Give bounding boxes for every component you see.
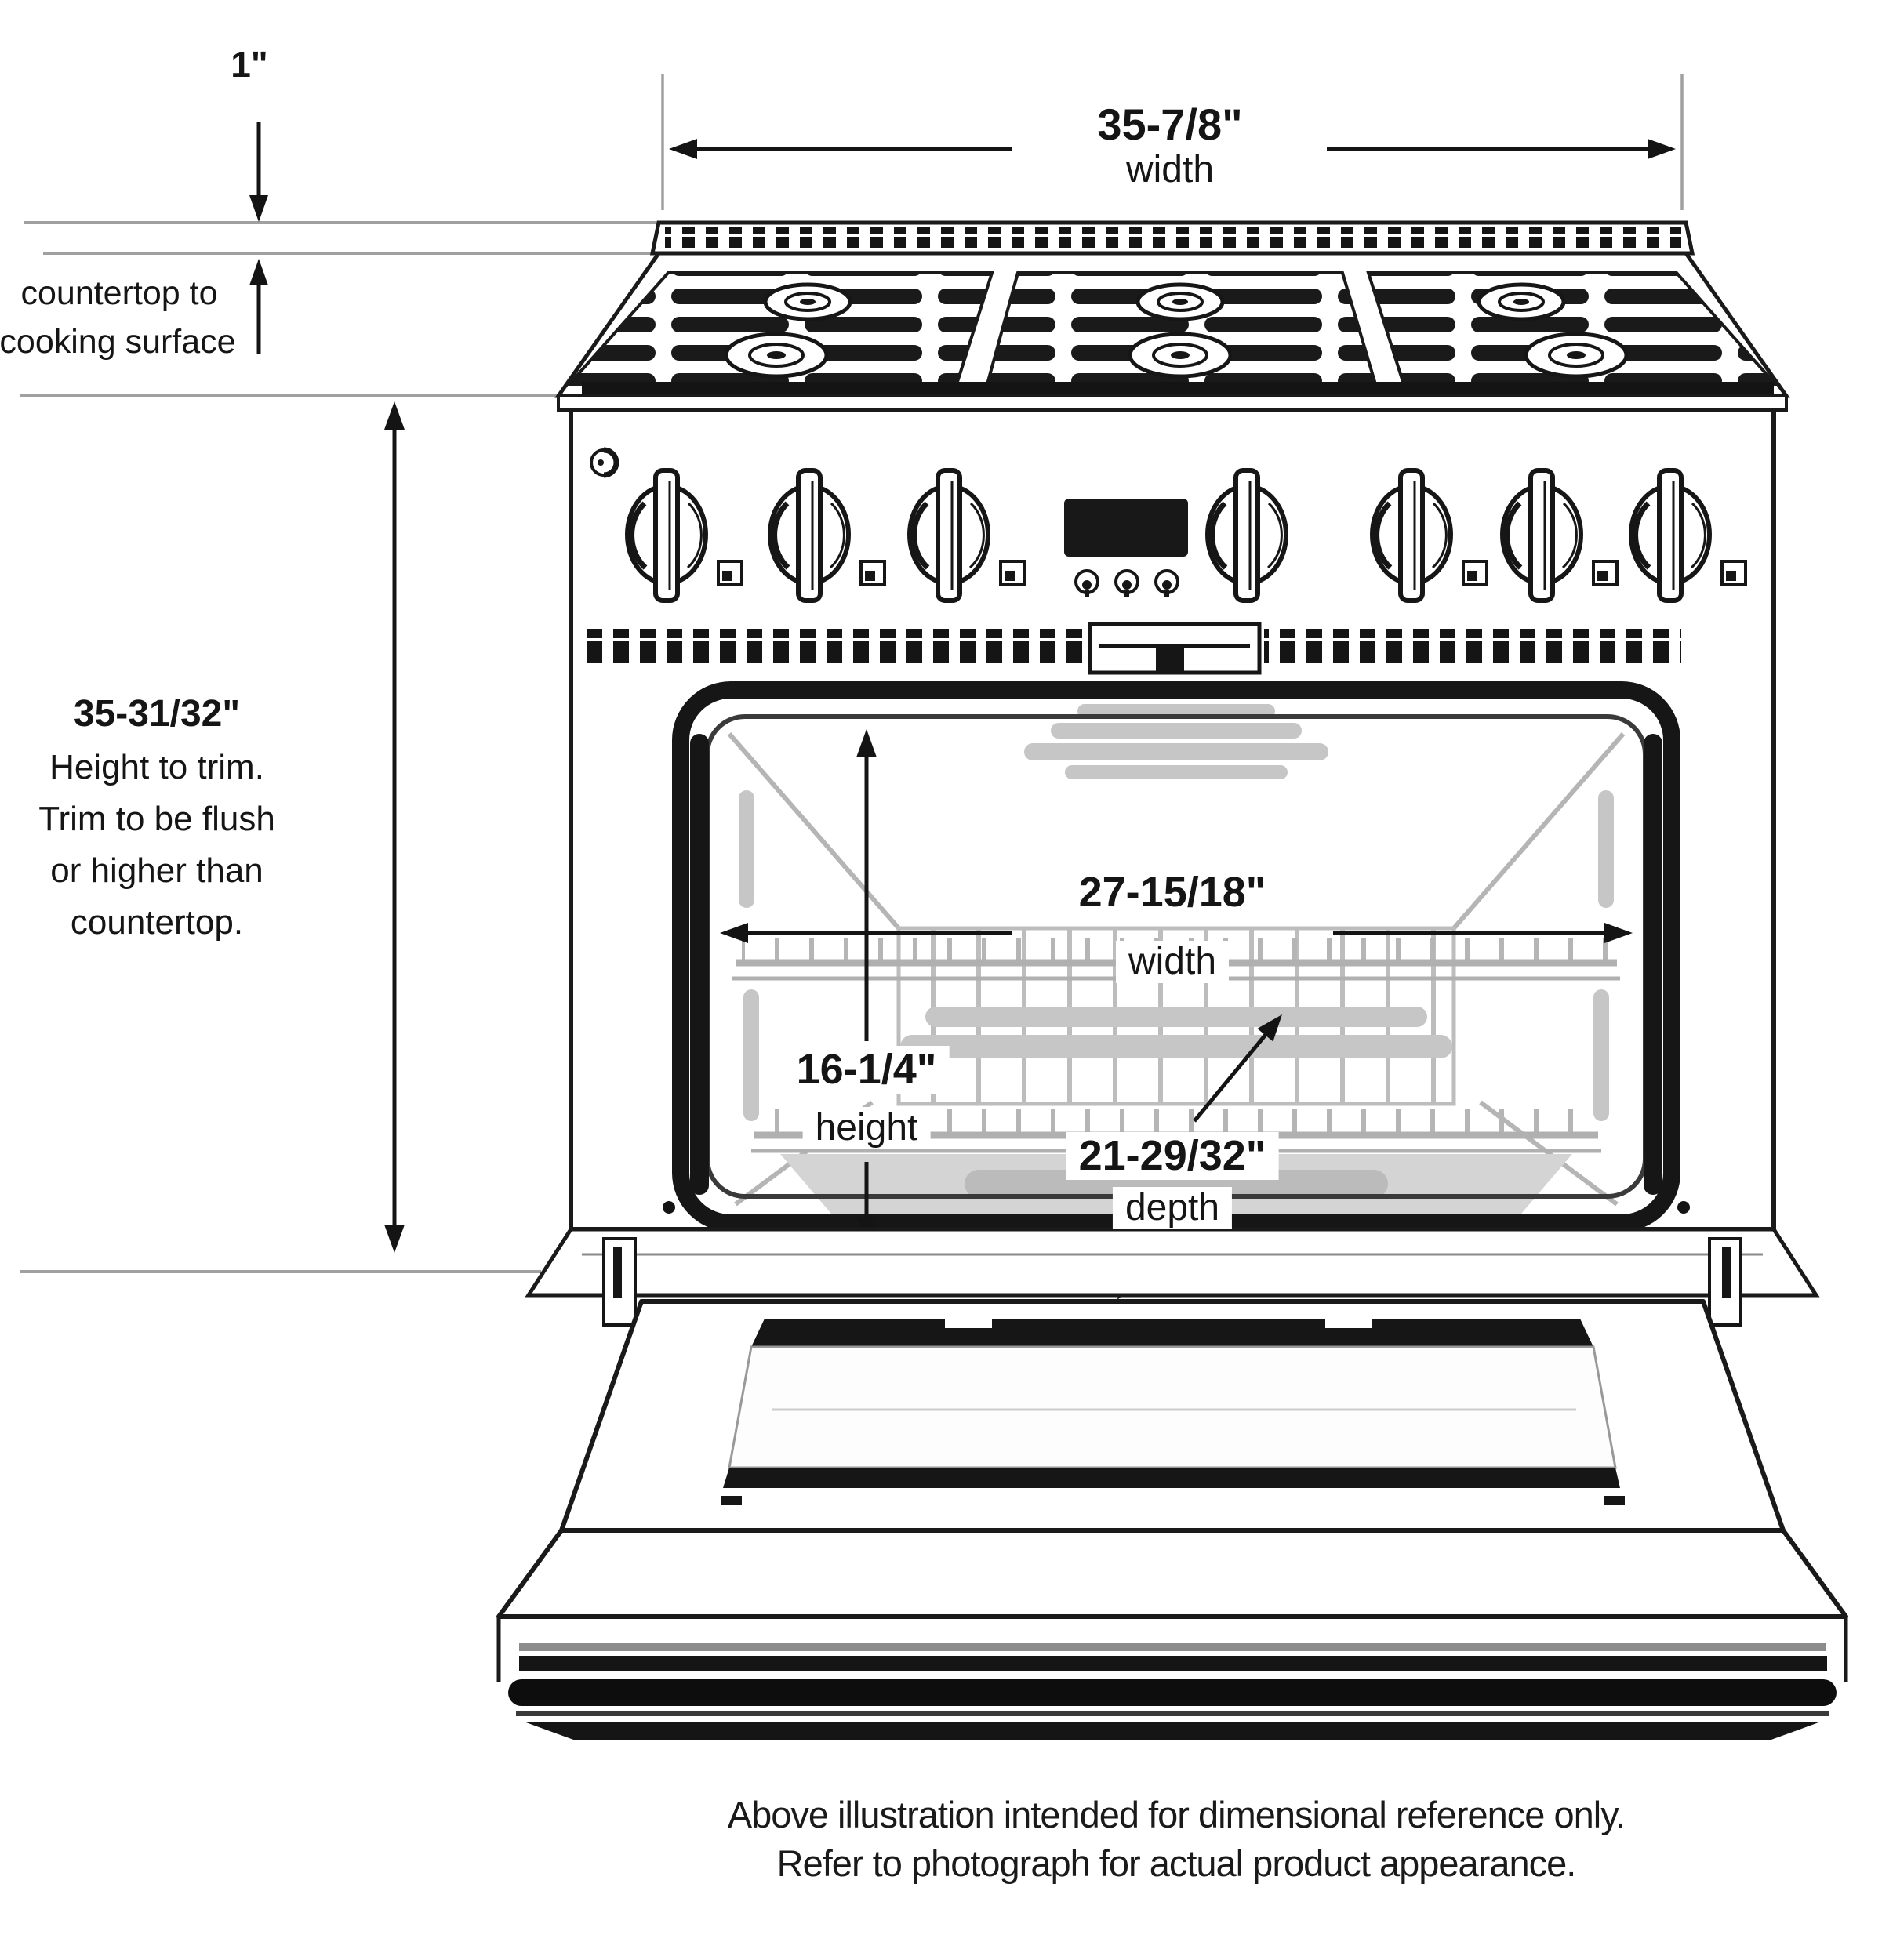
- burner-left-front: [724, 332, 829, 379]
- overall-width-value: 35-7/8": [1097, 100, 1243, 149]
- hinge-left: [602, 1237, 637, 1327]
- burner-center-front: [1128, 332, 1233, 379]
- overall-width-label: width: [1125, 149, 1215, 191]
- indicator-light-2: [859, 560, 886, 586]
- vent-slats-left: [587, 629, 1090, 663]
- door-window-top-band: [751, 1319, 1593, 1347]
- brand-logo-icon: [590, 447, 619, 478]
- door-edge-black-band: [519, 1656, 1827, 1671]
- grate-section-right: [1366, 271, 1779, 386]
- door-sill: [525, 1227, 1820, 1298]
- indicator-light-6: [1720, 560, 1747, 586]
- rack-hardware: [739, 790, 1614, 1121]
- interior-depth-label: depth: [1112, 1187, 1233, 1230]
- countertop-note-line1: countertop to: [20, 274, 218, 312]
- interior-width-arrow: [720, 923, 1633, 943]
- caption-line1: Above illustration intended for dimensio…: [727, 1794, 1626, 1835]
- door-edge-gray-line: [519, 1643, 1826, 1651]
- interior-depth-value: 21-29/32": [1066, 1132, 1279, 1180]
- door-window-bottom-band: [723, 1468, 1620, 1488]
- burner-center-rear: [1135, 282, 1225, 321]
- door-latch: [1088, 622, 1262, 675]
- interior-width-label: width: [1115, 941, 1230, 984]
- cooktop-front-dark-band: [582, 382, 1774, 395]
- hinge-right: [1708, 1237, 1742, 1327]
- door-window-glass: [728, 1345, 1617, 1469]
- vent-slats-right: [1264, 629, 1681, 663]
- indicator-light-4: [1462, 560, 1488, 586]
- hinge-bolt-right: [1677, 1201, 1690, 1214]
- reference-lines: [20, 74, 1684, 1273]
- interior-height-value: 16-1/4": [783, 1046, 950, 1094]
- interior-width-value: 27-15/18": [1066, 869, 1279, 916]
- burner-right-rear: [1477, 282, 1566, 321]
- dimension-arrows: [249, 122, 1676, 1253]
- overall-width-arrow: [669, 139, 1676, 159]
- height-to-trim-line4: countertop.: [70, 903, 244, 942]
- one-inch-arrow: [249, 122, 268, 222]
- countertop-note-line2: cooking surface: [0, 323, 236, 361]
- door-handle-bar: [508, 1679, 1837, 1706]
- height-to-trim-line3: or higher than: [50, 851, 263, 890]
- cooktop-assembly: [554, 220, 1790, 412]
- countertop-to-surface-arrow: [249, 259, 268, 354]
- indicator-light-1: [717, 560, 743, 586]
- door-front-edge: [496, 1528, 1848, 1619]
- control-display: [1064, 499, 1188, 557]
- hinge-bolt-left: [663, 1201, 675, 1214]
- top-gap-value: 1": [231, 44, 268, 85]
- open-oven-door: [496, 1227, 1848, 1740]
- burner-left-rear: [763, 282, 852, 321]
- indicator-light-5: [1592, 560, 1619, 586]
- interior-height-label: height: [802, 1107, 931, 1150]
- caption-line2: Refer to photograph for actual product a…: [776, 1842, 1577, 1884]
- burners: [724, 282, 1629, 379]
- gasket-right: [1644, 734, 1662, 1195]
- height-to-trim-arrow: [384, 401, 405, 1253]
- height-to-trim-value: 35-31/32": [73, 693, 241, 735]
- oven-interior-art: [727, 704, 1626, 1214]
- burner-right-front: [1524, 332, 1629, 379]
- door-bottom-shadow: [524, 1722, 1821, 1740]
- backsplash-vent-slats: [665, 227, 1681, 248]
- gasket-left: [690, 734, 709, 1195]
- height-to-trim-line2: Trim to be flush: [38, 800, 275, 838]
- height-to-trim-line1: Height to trim.: [49, 748, 264, 786]
- indicator-light-3: [999, 560, 1026, 586]
